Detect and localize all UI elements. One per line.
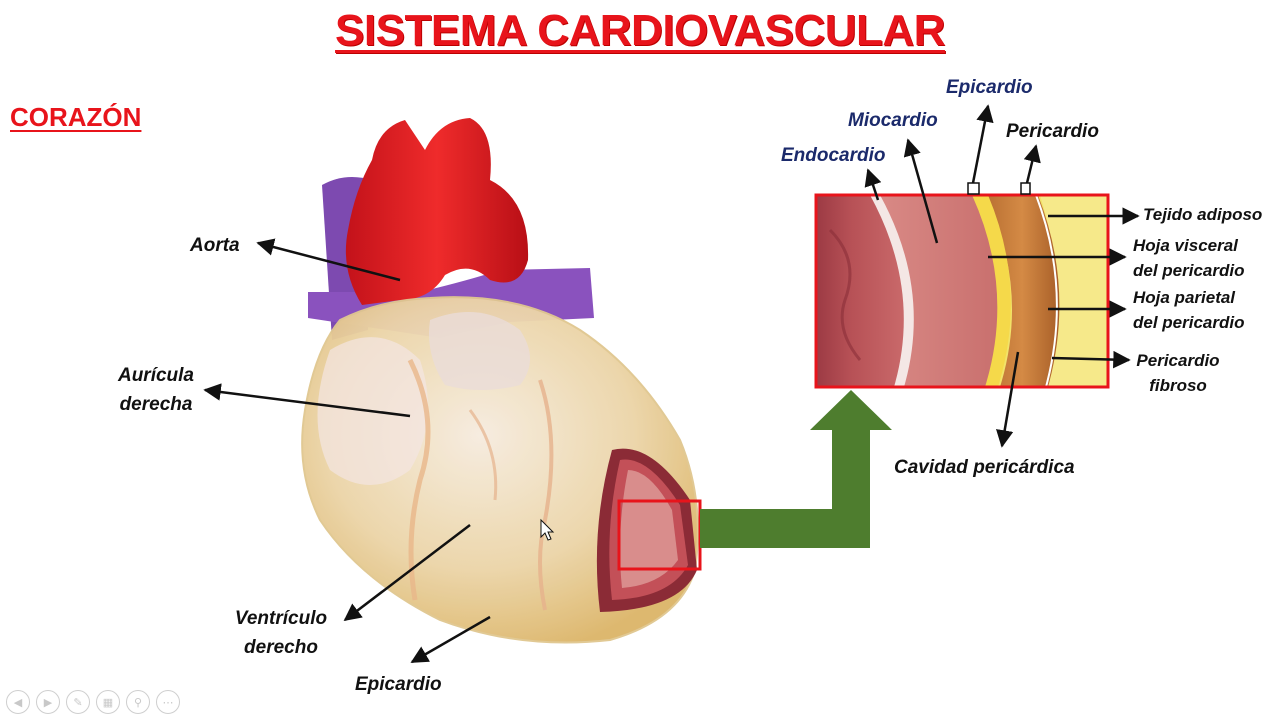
pen-icon[interactable]: ✎ — [66, 690, 90, 714]
label-auricula: Aurícula derecha — [110, 361, 202, 419]
label-pericardio: Pericardio — [1006, 121, 1099, 142]
prev-icon[interactable]: ◀ — [6, 690, 30, 714]
label-ventriculo: Ventrículo derecho — [226, 604, 336, 662]
label-auricula-line2: derecha — [119, 394, 193, 415]
label-cavidad-pericardica: Cavidad pericárdica — [894, 457, 1075, 478]
label-aorta: Aorta — [190, 235, 240, 256]
more-icon[interactable]: ⋯ — [156, 690, 180, 714]
label-hoja-visceral: Hoja visceral del pericardio — [1133, 233, 1244, 283]
section-subtitle: CORAZÓN — [10, 102, 142, 132]
wall-cross-section — [814, 182, 1110, 389]
heart-illustration — [301, 118, 702, 644]
slides-icon[interactable]: ▦ — [96, 690, 120, 714]
zoom-icon[interactable]: ⚲ — [126, 690, 150, 714]
mouse-cursor-icon — [540, 518, 555, 541]
next-icon[interactable]: ▶ — [36, 690, 60, 714]
label-epicardio-heart: Epicardio — [355, 674, 442, 695]
label-endocardio: Endocardio — [781, 145, 886, 166]
label-pericardio-fibroso-line2: fibroso — [1149, 376, 1207, 395]
label-pericardio-fibroso-line1: Pericardio — [1136, 351, 1220, 370]
page-title: SISTEMA CARDIOVASCULAR — [335, 6, 945, 55]
label-tejido-adiposo: Tejido adiposo — [1143, 205, 1263, 224]
label-epicardio-layer: Epicardio — [946, 77, 1033, 98]
label-hoja-parietal-line1: Hoja parietal — [1133, 288, 1236, 307]
label-ventriculo-line2: derecho — [244, 637, 318, 658]
label-miocardio: Miocardio — [848, 110, 938, 131]
leader-lines — [203, 104, 1140, 664]
zoom-connector-arrow — [700, 390, 892, 548]
label-pericardio-fibroso: Pericardio fibroso — [1130, 348, 1226, 398]
slideshow-toolbar: ◀ ▶ ✎ ▦ ⚲ ⋯ — [6, 690, 180, 714]
label-hoja-visceral-line2: del pericardio — [1133, 261, 1245, 280]
label-ventriculo-line1: Ventrículo — [234, 608, 328, 629]
label-hoja-visceral-line1: Hoja visceral — [1133, 236, 1238, 255]
label-auricula-line1: Aurícula — [117, 365, 195, 386]
label-hoja-parietal-line2: del pericardio — [1133, 313, 1245, 332]
label-hoja-parietal: Hoja parietal del pericardio — [1133, 285, 1244, 335]
